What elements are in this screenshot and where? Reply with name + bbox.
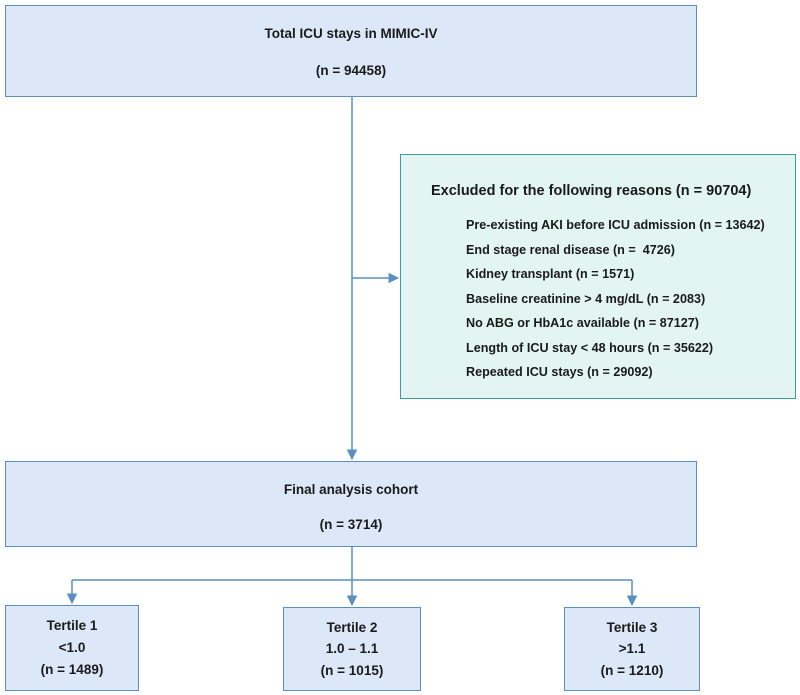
tertile-2-box: Tertile 2 1.0 – 1.1 (n = 1015) bbox=[283, 607, 421, 691]
exclusion-item: Baseline creatinine > 4 mg/dL (n = 2083) bbox=[466, 292, 706, 306]
final-cohort-count: (n = 3714) bbox=[319, 517, 383, 532]
exclusion-item: Repeated ICU stays (n = 29092) bbox=[466, 365, 653, 379]
final-cohort-title: Final analysis cohort bbox=[283, 482, 419, 497]
tertile-3-box: Tertile 3 >1.1 (n = 1210) bbox=[564, 607, 700, 691]
tertile-1-box: Tertile 1 <1.0 (n = 1489) bbox=[5, 605, 139, 691]
tertile-1-range: <1.0 bbox=[58, 640, 86, 655]
tertile-1-label: Tertile 1 bbox=[46, 618, 98, 633]
tertile-2-count: (n = 1015) bbox=[320, 663, 384, 678]
exclusion-item: Length of ICU stay < 48 hours (n = 35622… bbox=[466, 341, 714, 355]
tertile-1-count: (n = 1489) bbox=[40, 662, 104, 677]
tertile-3-count: (n = 1210) bbox=[600, 663, 664, 678]
exclusion-item: Kidney transplant (n = 1571) bbox=[466, 267, 635, 281]
tertile-3-range: >1.1 bbox=[618, 641, 646, 656]
exclusion-item: End stage renal disease (n = 4726) bbox=[466, 243, 675, 257]
tertile-3-label: Tertile 3 bbox=[606, 620, 658, 635]
total-icu-count: (n = 94458) bbox=[315, 63, 387, 78]
tertile-2-range: 1.0 – 1.1 bbox=[325, 641, 379, 656]
exclusion-box: Excluded for the following reasons (n = … bbox=[400, 154, 796, 399]
exclusion-title: Excluded for the following reasons (n = … bbox=[431, 183, 752, 199]
total-icu-title: Total ICU stays in MIMIC-IV bbox=[264, 26, 438, 41]
tertile-2-label: Tertile 2 bbox=[326, 620, 378, 635]
final-cohort-box: Final analysis cohort (n = 3714) bbox=[5, 461, 697, 547]
exclusion-item: No ABG or HbA1c available (n = 87127) bbox=[466, 316, 699, 330]
total-icu-box: Total ICU stays in MIMIC-IV (n = 94458) bbox=[5, 5, 697, 97]
exclusion-item: Pre-existing AKI before ICU admission (n… bbox=[466, 218, 765, 232]
